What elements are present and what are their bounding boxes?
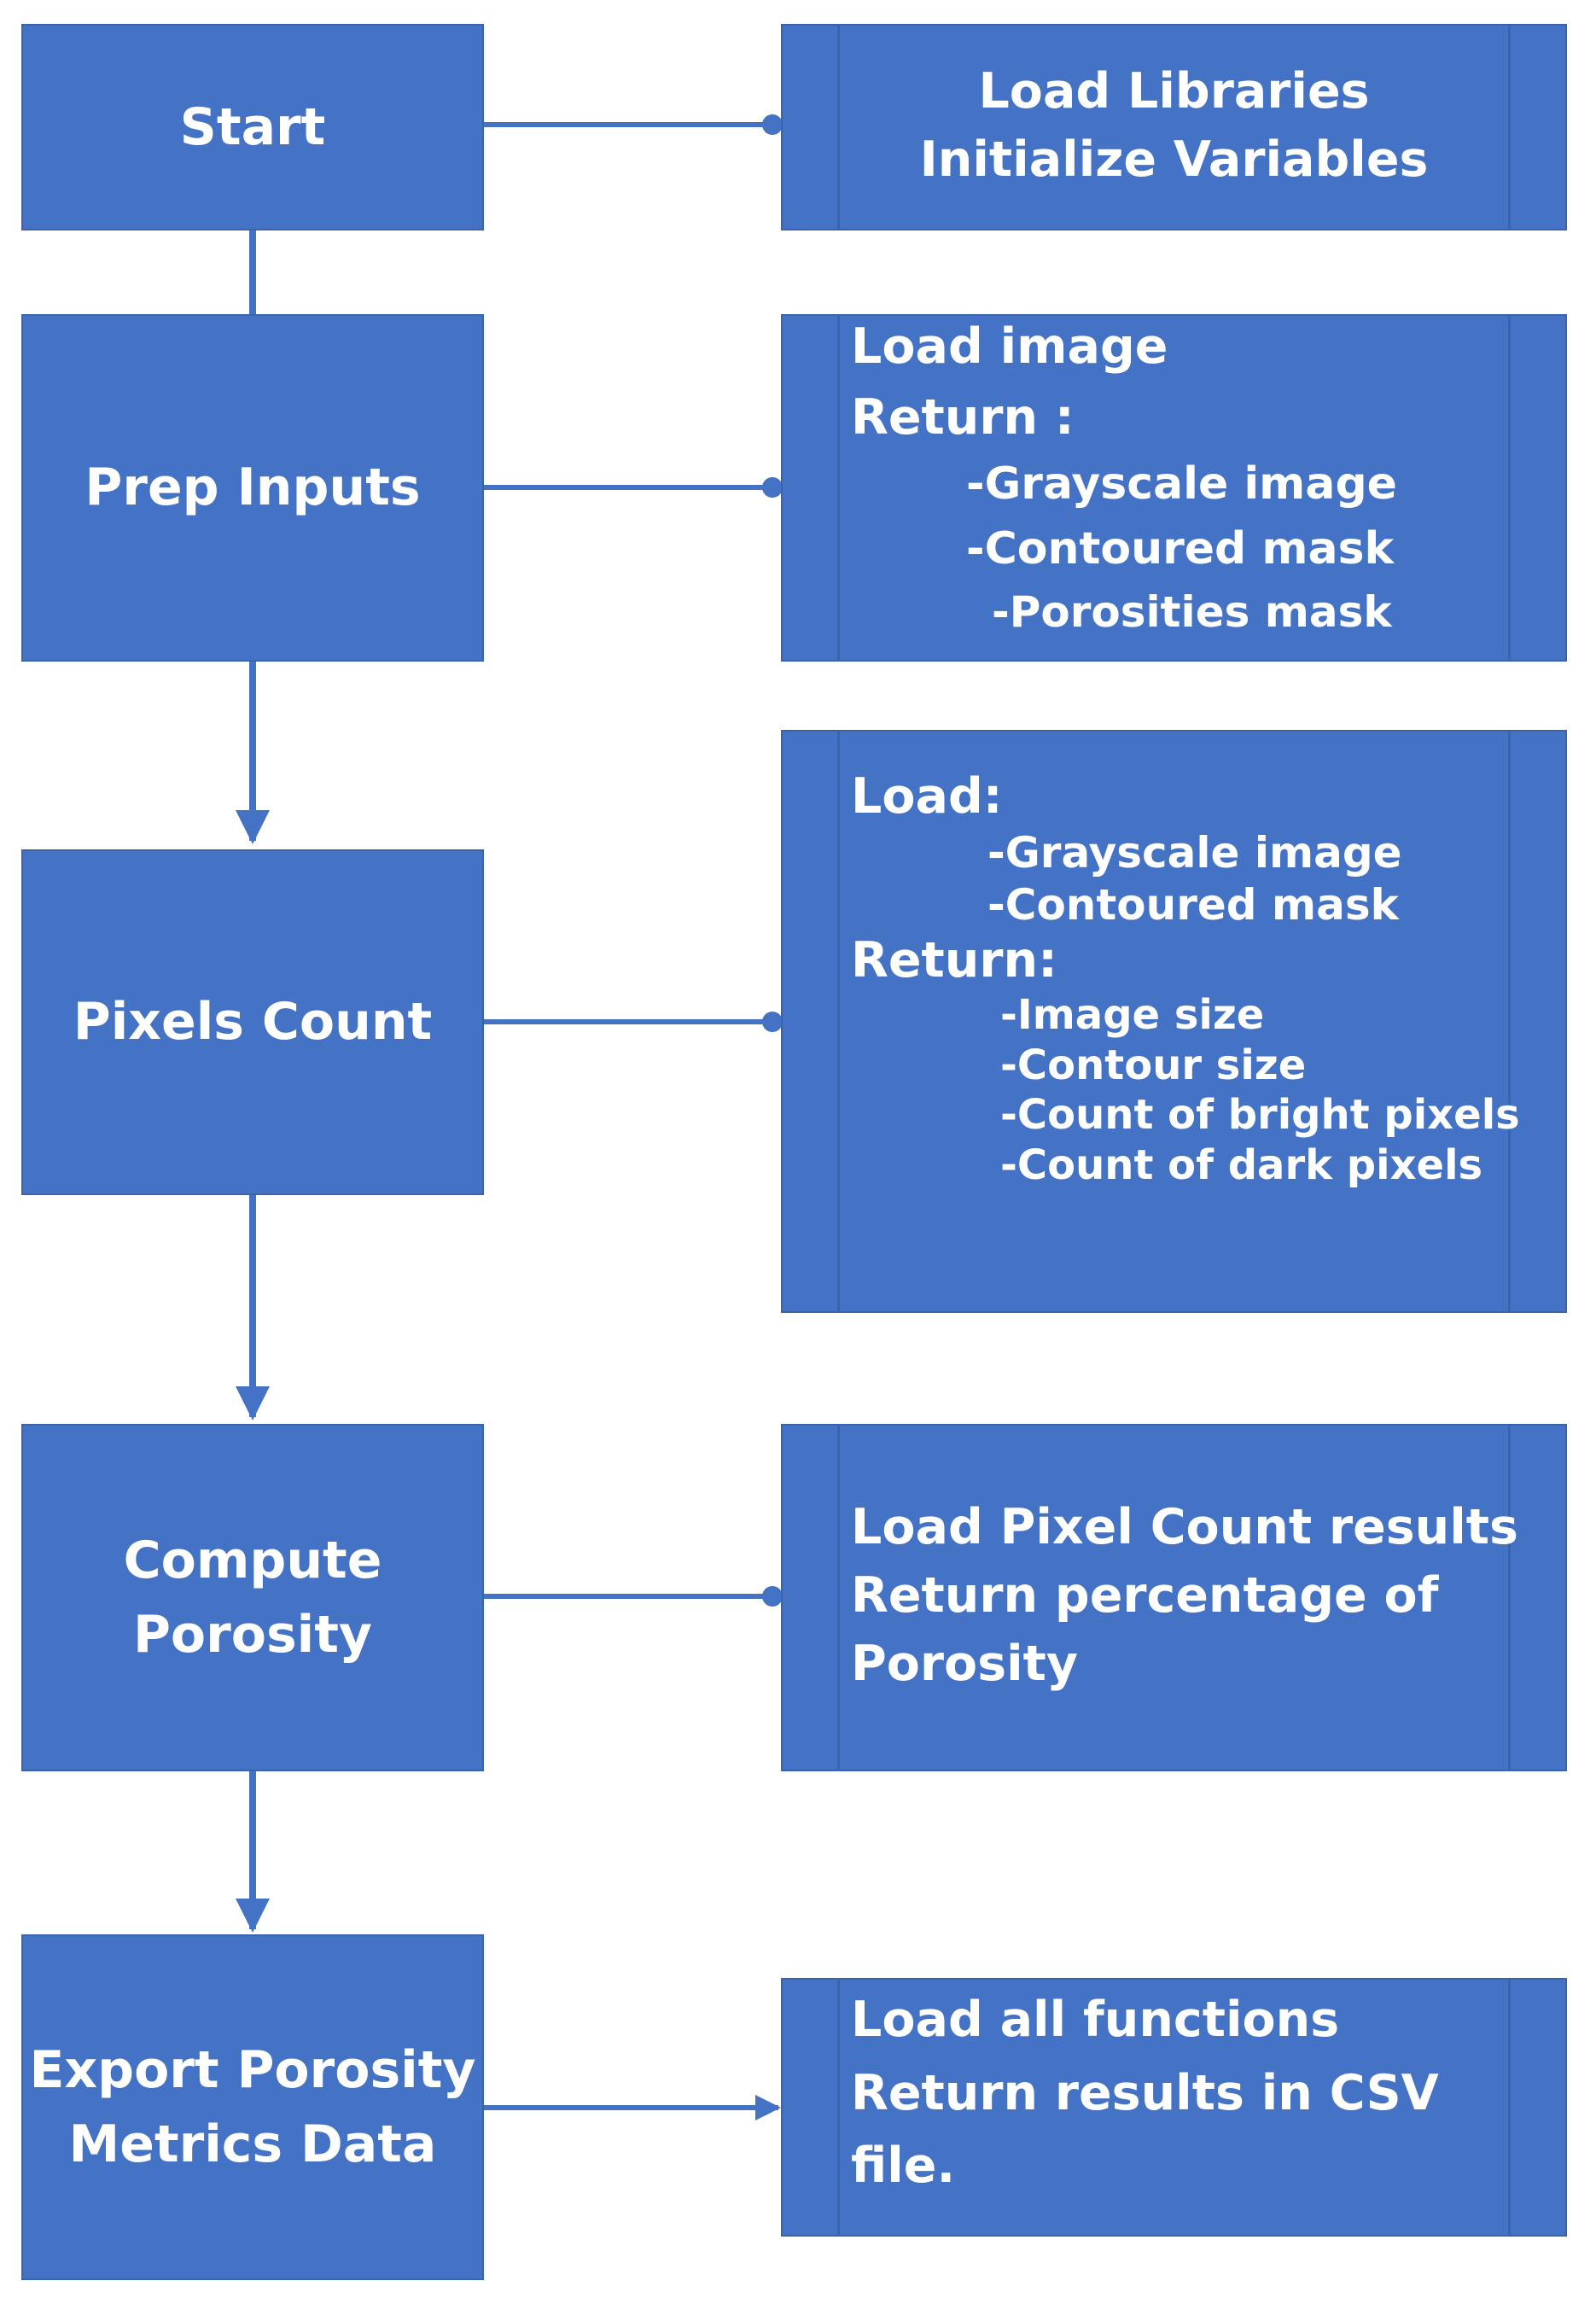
detail-pixels-item: -Count of bright pixels: [1000, 1091, 1520, 1140]
detail-export-line: file.: [851, 2138, 956, 2194]
box-divider: [1508, 316, 1511, 660]
connector-dot-pixels: [762, 1012, 783, 1032]
detail-libraries-line: Load Libraries: [978, 63, 1370, 120]
box-divider: [837, 26, 840, 229]
detail-export-line: Load all functions: [851, 1992, 1340, 2048]
step-compute-porosity: Compute Porosity: [21, 1424, 484, 1771]
step-export-porosity-label: Export Porosity Metrics Data: [29, 2039, 476, 2174]
detail-pixels-title: Return:: [851, 931, 1057, 989]
detail-pixels-title: Load:: [851, 768, 1003, 825]
detail-pixels-item: -Count of dark pixels: [1000, 1140, 1483, 1189]
step-prep-inputs-label: Prep Inputs: [84, 458, 421, 517]
step-compute-porosity-label: Compute Porosity: [123, 1530, 382, 1665]
detail-prep-inputs: Load image Return : -Grayscale image -Co…: [781, 314, 1567, 662]
step-pixels-count: Pixels Count: [21, 849, 484, 1195]
detail-libraries: Load Libraries Initialize Variables: [781, 24, 1567, 230]
detail-prep-title: Return :: [851, 388, 1075, 446]
detail-libraries-line: Initialize Variables: [919, 131, 1429, 188]
detail-pixels-item: -Image size: [1000, 991, 1265, 1040]
detail-compute-porosity: Load Pixel Count results Return percenta…: [781, 1424, 1567, 1771]
step-start: Start: [21, 24, 484, 230]
detail-porosity-line: Porosity: [851, 1635, 1079, 1692]
step-prep-inputs: Prep Inputs: [21, 314, 484, 662]
detail-pixels-item: -Contour size: [1000, 1041, 1307, 1089]
detail-export: Load all functions Return results in CSV…: [781, 1978, 1567, 2237]
detail-prep-title: Load image: [851, 318, 1168, 375]
detail-pixels-item: -Grayscale image: [987, 827, 1402, 878]
box-divider: [837, 732, 840, 1311]
detail-pixels-item: -Contoured mask: [987, 879, 1399, 930]
detail-pixels-count: Load: -Grayscale image -Contoured mask R…: [781, 730, 1567, 1313]
box-divider: [837, 1980, 840, 2235]
step-pixels-count-label: Pixels Count: [73, 992, 433, 1052]
detail-porosity-line: Load Pixel Count results: [851, 1499, 1518, 1555]
connector-dot-prep: [762, 477, 783, 498]
box-divider: [1508, 1426, 1511, 1770]
box-divider: [837, 316, 840, 660]
detail-prep-item: -Contoured mask: [966, 522, 1395, 575]
connector-dot-libraries: [762, 114, 783, 135]
detail-porosity-line: Return percentage of: [851, 1566, 1439, 1624]
detail-prep-item: -Porosities mask: [992, 587, 1392, 638]
detail-prep-item: -Grayscale image: [966, 458, 1397, 510]
box-divider: [1508, 1980, 1511, 2235]
step-export-porosity: Export Porosity Metrics Data: [21, 1934, 484, 2280]
detail-export-line: Return results in CSV: [851, 2064, 1439, 2121]
box-divider: [1508, 26, 1511, 229]
connector-dot-porosity: [762, 1586, 783, 1607]
step-start-label: Start: [179, 96, 326, 157]
box-divider: [837, 1426, 840, 1770]
box-divider: [1508, 732, 1511, 1311]
